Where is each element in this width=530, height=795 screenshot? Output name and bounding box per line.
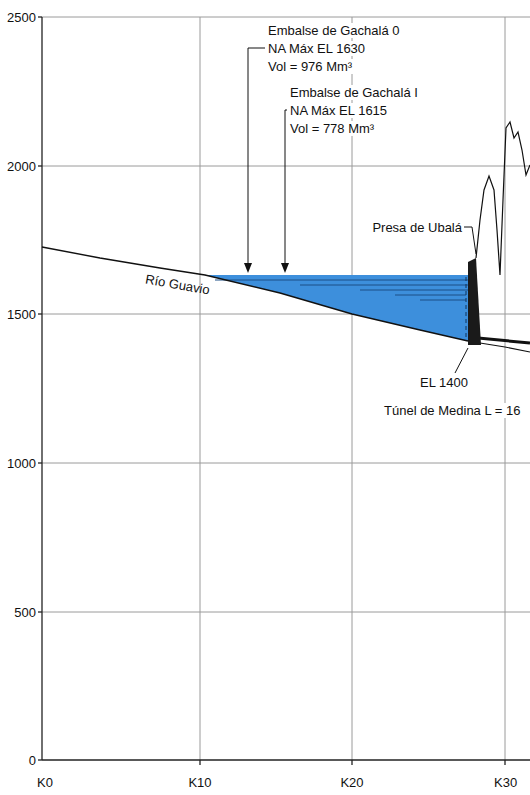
axis-label: 500 bbox=[12, 605, 38, 620]
axis-label: K20 bbox=[338, 775, 365, 790]
river-downstream bbox=[480, 343, 530, 352]
axis-label: K10 bbox=[186, 775, 213, 790]
axis-label: 1000 bbox=[5, 456, 38, 471]
dam-name: Presa de Ubalá bbox=[370, 220, 464, 235]
water-lines bbox=[215, 280, 474, 300]
terrain-profile bbox=[476, 122, 530, 275]
medina-tunnel bbox=[478, 338, 530, 343]
tunnel-name: Túnel de Medina L = 16 bbox=[382, 403, 522, 418]
axis-label: 1500 bbox=[5, 307, 38, 322]
axis-label: 2500 bbox=[5, 10, 38, 25]
leader-lines bbox=[248, 48, 476, 373]
volume: Vol = 778 Mm³ bbox=[288, 121, 376, 136]
volume: Vol = 976 Mm³ bbox=[266, 59, 354, 74]
elevation-label: EL 1400 bbox=[418, 375, 470, 390]
reservoir-name: Embalse de Gachalá 0 bbox=[266, 23, 402, 38]
arrowheads bbox=[244, 263, 289, 273]
axis-label: K0 bbox=[35, 775, 55, 790]
river-bed bbox=[42, 247, 468, 341]
dam-axis bbox=[466, 277, 467, 340]
axis-label: 2000 bbox=[5, 159, 38, 174]
water-level: NA Máx EL 1615 bbox=[288, 103, 389, 118]
water-level: NA Máx EL 1630 bbox=[266, 41, 367, 56]
axes bbox=[37, 17, 530, 765]
reservoir-name: Embalse de Gachalá I bbox=[288, 85, 420, 100]
axis-label: 0 bbox=[27, 753, 38, 768]
ubala-dam bbox=[468, 258, 481, 345]
axis-label: K30 bbox=[492, 775, 519, 790]
grid bbox=[42, 17, 530, 760]
